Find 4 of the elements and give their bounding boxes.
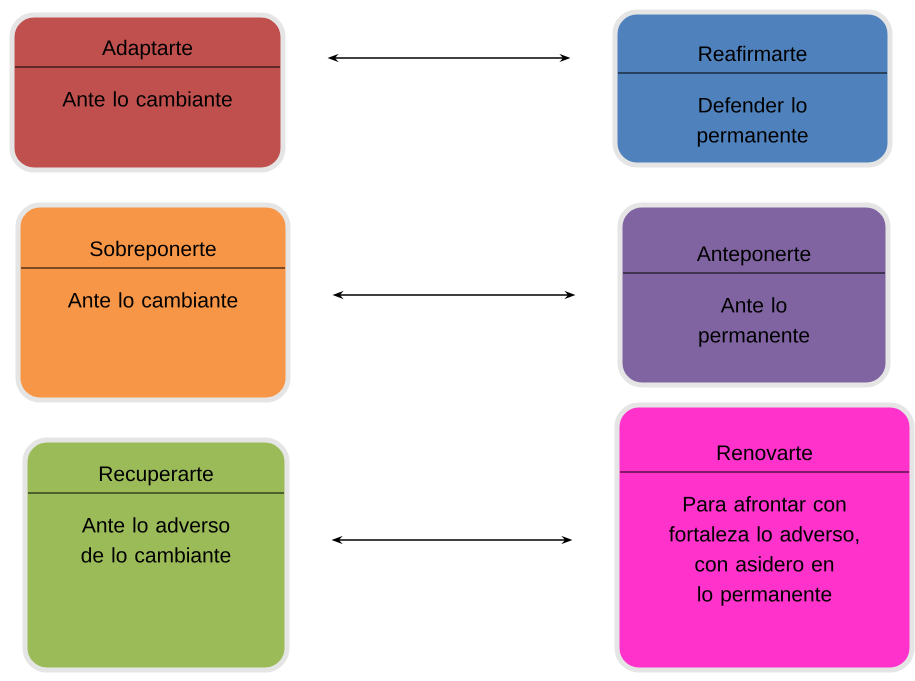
card-heading: Adaptarte: [102, 40, 192, 60]
card-heading: Sobreponerte: [90, 240, 216, 260]
card-text: Ante lo cambiante: [68, 292, 238, 308]
card-text: Ante lo cambiante: [62, 91, 232, 107]
